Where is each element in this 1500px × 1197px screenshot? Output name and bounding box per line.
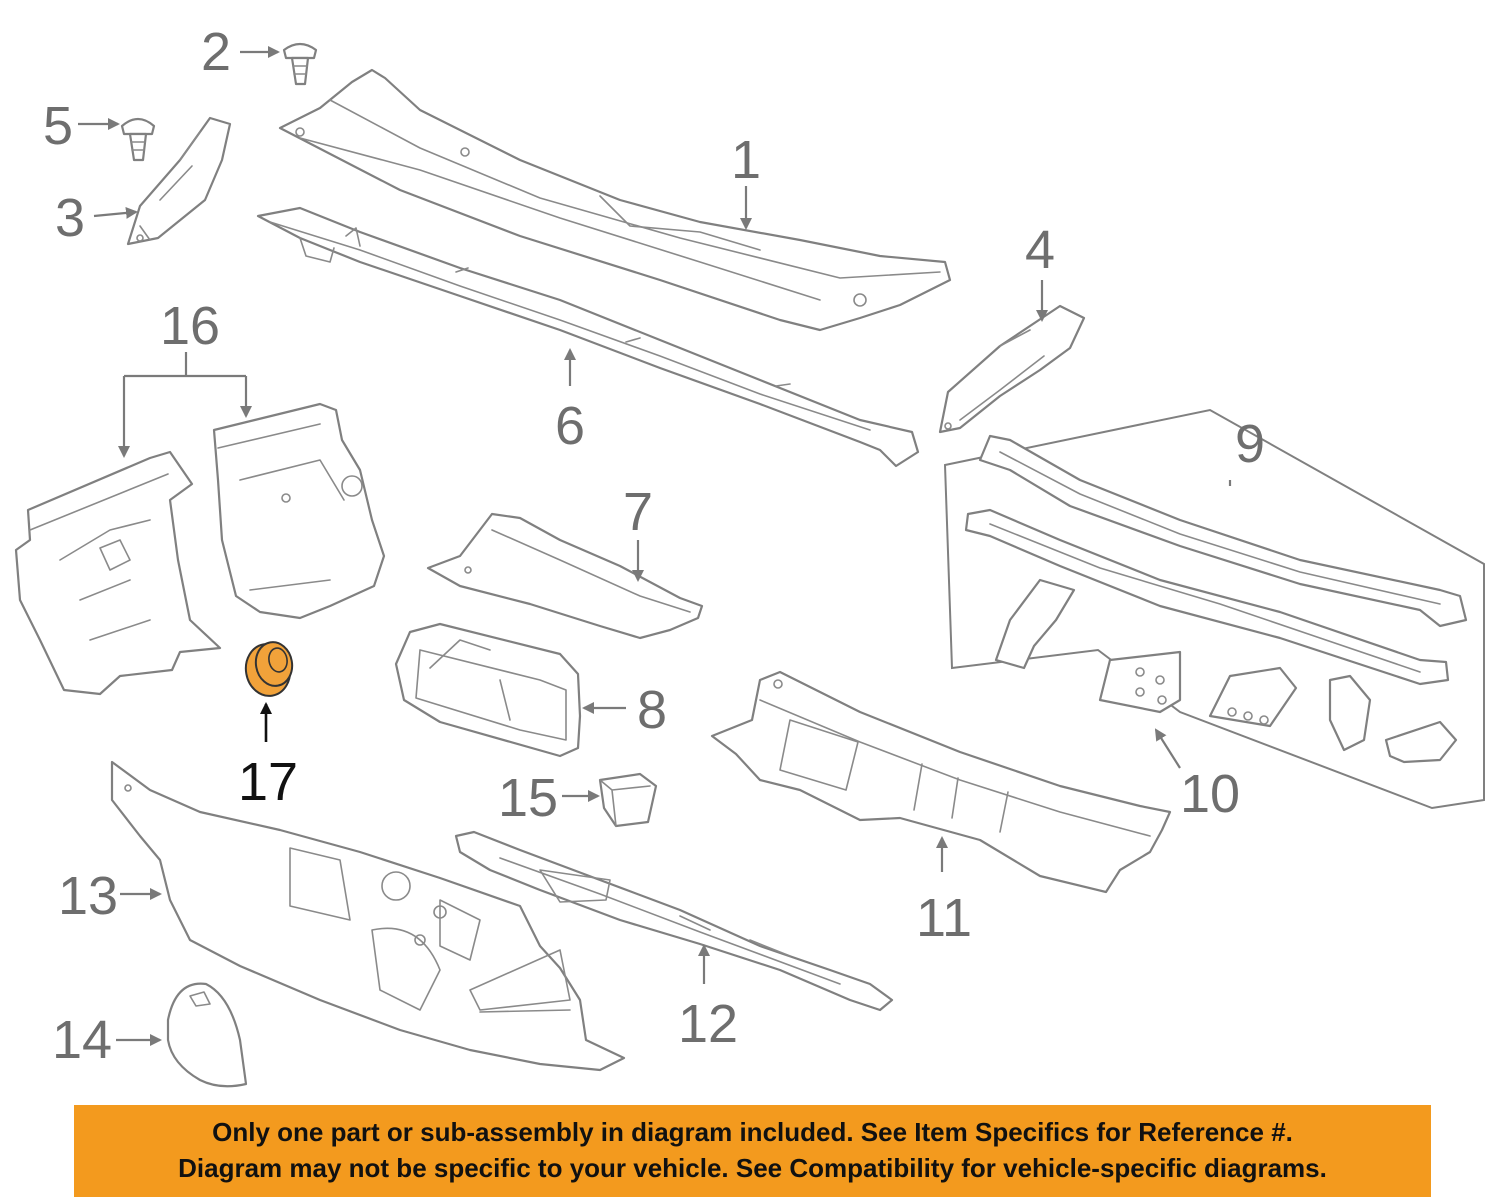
callout-17-highlighted: 17 bbox=[238, 752, 298, 812]
disclaimer-line-1: Only one part or sub-assembly in diagram… bbox=[212, 1117, 1293, 1147]
callout-3: 3 bbox=[55, 188, 85, 248]
callout-8: 8 bbox=[637, 680, 667, 740]
disclaimer-line-2: Diagram may not be specific to your vehi… bbox=[178, 1153, 1327, 1183]
part-6-cowl-panel bbox=[256, 206, 920, 468]
part-16-panels bbox=[14, 402, 386, 696]
part-11-dash-panel bbox=[710, 670, 1172, 894]
callout-6: 6 bbox=[555, 396, 585, 456]
callout-11: 11 bbox=[916, 888, 972, 948]
disclaimer-banner: Only one part or sub-assembly in diagram… bbox=[74, 1105, 1431, 1197]
callout-12: 12 bbox=[678, 994, 738, 1054]
part-17-plug bbox=[244, 641, 294, 697]
callout-14: 14 bbox=[52, 1010, 112, 1070]
callout-2: 2 bbox=[201, 22, 231, 82]
part-12-brace bbox=[454, 830, 894, 1012]
leader-16 bbox=[118, 352, 252, 458]
callout-5: 5 bbox=[43, 96, 73, 156]
part-14-cover bbox=[166, 982, 248, 1088]
part-2-push-pin bbox=[282, 42, 318, 86]
callout-4: 4 bbox=[1025, 220, 1055, 280]
part-3-bracket bbox=[126, 116, 232, 246]
part-15-clip bbox=[598, 772, 658, 828]
callout-1: 1 bbox=[731, 130, 761, 190]
part-13-insulator bbox=[110, 760, 626, 1072]
callout-16: 16 bbox=[160, 296, 220, 356]
part-9-box bbox=[943, 408, 1485, 810]
callout-10: 10 bbox=[1180, 764, 1240, 824]
part-5-push-pin bbox=[120, 117, 156, 162]
leader-3 bbox=[93, 206, 138, 219]
part-4-bracket bbox=[938, 304, 1086, 434]
callout-9: 9 bbox=[1235, 414, 1265, 474]
part-8-housing bbox=[394, 622, 582, 758]
callout-13: 13 bbox=[58, 866, 118, 926]
leader-10 bbox=[1154, 728, 1181, 769]
part-1-cowl-grille bbox=[278, 68, 952, 332]
part-7-cover bbox=[426, 512, 704, 640]
callout-15: 15 bbox=[498, 768, 558, 828]
callout-7: 7 bbox=[623, 482, 653, 542]
